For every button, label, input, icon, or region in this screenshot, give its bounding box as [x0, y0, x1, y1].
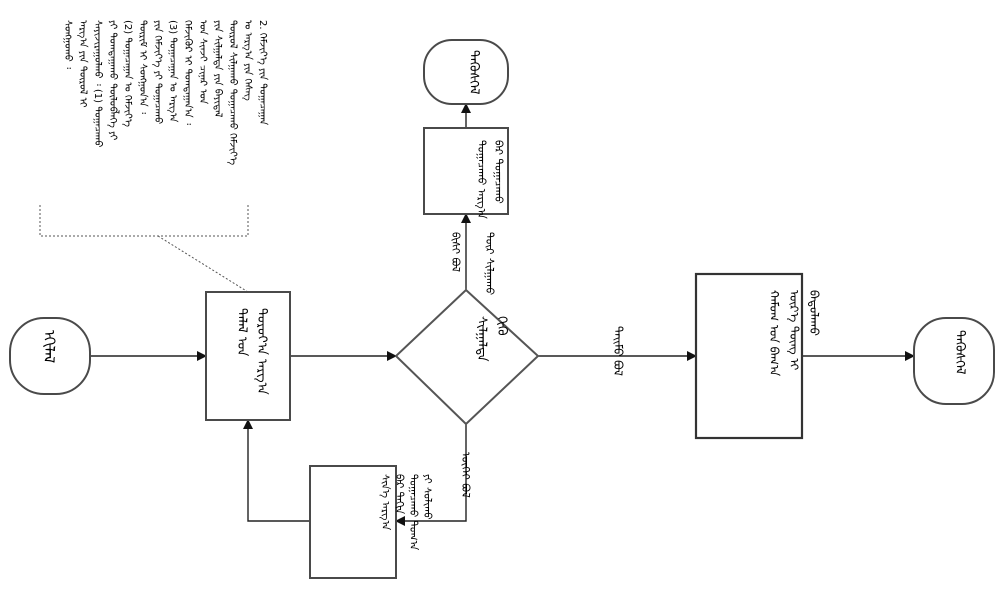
annotation-line-6: ᠬᠡᠮᠵᠢᠭᠦᠷ ᠢ ᠲᠣᠭᠲᠠᠭᠠᠨ᠎ᠠ ᠄ [182, 20, 194, 125]
node-right-box[interactable]: ᠬᠠᠮᠤᠭ ᠤᠨ ᠪᠠᠭ᠎ᠠ ᠦᠷ᠎ᠡ ᠳᠦᠩ ᠢ ᠪᠠᠳᠤᠯᠠᠬᠤ [694, 272, 821, 440]
annotation-line-11: ᠶᠢ ᠲᠣᠭᠲᠠᠭᠠᠬᠤ ᠲᠥᠯᠥᠪᠯᠡᠭᠡ ᠶᠢ [107, 20, 120, 140]
annotation-line-3: ᠲᠥᠷᠥᠯ ᠰᠢᠯᠭᠠᠬᠤ ᠲᠣᠭᠠᠴᠠᠬᠤ ᠬᠡᠮᠵᠢᠶ᠎ᠡ [227, 20, 239, 165]
annotation-line-12: ᠰᠠᠶᠢᠵᠢᠷᠠᠭᠤᠯᠬᠤ ᠄ (1) ᠲᠣᠭᠠᠴᠠᠬᠤ [92, 20, 104, 147]
node-start[interactable]: ᠡᠬᠢᠯᠡᠯ [9, 317, 91, 395]
annotation-callout: 2. ᠬᠡᠮᠵᠢᠶ᠎ᠡ ᠶᠢᠨ ᠲᠣᠭᠠᠴᠠᠭᠠᠨ ᠤ ᠠᠷᠭ᠎ᠠ ᠶᠢᠨ ᠬᠡ… [39, 20, 269, 293]
node-top-box-line-2: ᠪᠠᠷ ᠲᠣᠭᠠᠴᠠᠬᠤ [492, 140, 505, 204]
node-decision-label: ᠰᠢᠯᠭᠠᠯᠲᠠ ᠬᠢᠬᠦ [474, 316, 509, 366]
annotation-line-5: ᠤᠨ ᠰᠢᠨᠵᠢ ᠴᠢᠨᠠᠷ ᠤᠨ [197, 20, 209, 105]
annotation-line-7: (3) ᠲᠣᠭᠠᠴᠠᠭᠠᠨ ᠤ ᠠᠷᠭ᠎ᠠ [167, 20, 179, 123]
node-end-top[interactable]: ᠲᠡᠭᠦᠰᠬᠡᠯ [423, 39, 509, 105]
node-decision[interactable]: ᠰᠢᠯᠭᠠᠯᠲᠠ ᠬᠢᠬᠦ [394, 288, 540, 426]
node-decision-line-1: ᠰᠢᠯᠭᠠᠯᠲᠠ [474, 316, 489, 362]
node-end-top-label: ᠲᠡᠭᠦᠰᠬᠡᠯ [466, 50, 481, 95]
node-end-right[interactable]: ᠲᠡᠭᠦᠰᠬᠡᠯ [913, 317, 995, 405]
annotation-line-9: ᠳᠦᠷᠢᠮ ᠢ ᠰᠣᠩᠭᠣᠨ᠎ᠠ ᠄ [137, 20, 149, 114]
node-right-box-line-2: ᠦᠷ᠎ᠡ ᠳᠦᠩ ᠢ [786, 290, 801, 370]
node-bottom-box-label: ᠰᠢᠨ᠎ᠡ ᠠᠷᠭ᠎ᠠ ᠪᠠᠷ ᠳᠠᠬᠢᠨ ᠲᠣᠭᠠᠴᠠᠬᠤ ᠲᠣᠭ᠎ᠠ ᠶᠢ … [379, 474, 433, 554]
annotation-line-14: ᠰᠣᠩᠭᠣᠬᠤ ᠄ [62, 20, 73, 69]
annotation-line-2: ᠤ ᠠᠷᠭ᠎ᠠ ᠶᠢᠨ ᠬᠡᠰᠡᠭ [242, 20, 254, 101]
node-right-box-label: ᠬᠠᠮᠤᠭ ᠤᠨ ᠪᠠᠭ᠎ᠠ ᠦᠷ᠎ᠡ ᠳᠦᠩ ᠢ ᠪᠠᠳᠤᠯᠠᠬᠤ [767, 290, 821, 380]
annotation-text: 2. ᠬᠡᠮᠵᠢᠶ᠎ᠡ ᠶᠢᠨ ᠲᠣᠭᠠᠴᠠᠭᠠᠨ ᠤ ᠠᠷᠭ᠎ᠠ ᠶᠢᠨ ᠬᠡ… [62, 20, 269, 168]
node-top-box[interactable]: ᠲᠣᠭᠠᠴᠠᠬᠤ ᠠᠷᠭ᠎ᠠ ᠪᠠᠷ ᠲᠣᠭᠠᠴᠠᠬᠤ [423, 127, 509, 222]
annotation-line-1: 2. ᠬᠡᠮᠵᠢᠶ᠎ᠡ ᠶᠢᠨ ᠲᠣᠭᠠᠴᠠᠭᠠᠨ [257, 20, 269, 126]
node-bottom-box-line-4: ᠶᠢ ᠰᠣᠯᠢᠬᠤ [421, 474, 433, 520]
node-decision-line-2: ᠬᠢᠬᠦ [494, 316, 509, 336]
annotation-line-13: ᠠᠷᠭ᠎ᠠ ᠶᠢᠨ ᠲᠥᠷᠥᠯ ᠢ [77, 20, 89, 108]
edge-label-bottom: ᠦᠭᠡᠢ ᠪᠣᠯ [459, 452, 472, 498]
node-top-box-label: ᠲᠣᠭᠠᠴᠠᠬᠤ ᠠᠷᠭ᠎ᠠ ᠪᠠᠷ ᠲᠣᠭᠠᠴᠠᠬᠤ [475, 140, 505, 222]
node-right-box-line-1: ᠬᠠᠮᠤᠭ ᠤᠨ ᠪᠠᠭ᠎ᠠ [767, 290, 781, 377]
node-bottom-box-line-1: ᠰᠢᠨ᠎ᠡ ᠠᠷᠭ᠎ᠠ [379, 474, 392, 531]
node-bottom-box-line-3: ᠲᠣᠭᠠᠴᠠᠬᠤ ᠲᠣᠭ᠎ᠠ [407, 474, 419, 552]
edges [90, 103, 915, 526]
node-input[interactable]: ᠳᠠᠯᠠᠯ ᠤᠨ ᠳᠣᠷᠤᠶ᠎ᠠ ᠠᠷᠭ᠎ᠠ [205, 291, 291, 421]
node-right-box-line-3: ᠪᠠᠳᠤᠯᠠᠬᠤ [807, 290, 821, 336]
node-input-line-1: ᠳᠠᠯᠠᠯ ᠤᠨ [234, 308, 249, 357]
annotation-line-4: ᠶᠢᠨ ᠰᠢᠯᠭᠠᠯᠲᠠ ᠶᠢᠨ ᠪᠠᠶᠢᠳᠠᠯ [212, 20, 224, 118]
edge-label-top-left: ᠪᠢᠰᠢ ᠪᠣᠯ [449, 232, 462, 272]
node-input-line-2: ᠳᠣᠷᠤᠶ᠎ᠠ ᠠᠷᠭ᠎ᠠ [254, 308, 269, 395]
node-top-box-line-1: ᠲᠣᠭᠠᠴᠠᠬᠤ ᠠᠷᠭ᠎ᠠ [475, 140, 488, 220]
edge-label-right: ᠲᠡᠢᠮᠦ ᠪᠣᠯ [611, 326, 625, 376]
node-bottom-box[interactable]: ᠰᠢᠨ᠎ᠡ ᠠᠷᠭ᠎ᠠ ᠪᠠᠷ ᠳᠠᠬᠢᠨ ᠲᠣᠭᠠᠴᠠᠬᠤ ᠲᠣᠭ᠎ᠠ ᠶᠢ … [309, 465, 433, 579]
node-start-label: ᠡᠬᠢᠯᠡᠯ [40, 330, 58, 363]
node-bottom-box-line-2: ᠪᠠᠷ ᠳᠠᠬᠢᠨ [393, 474, 406, 515]
annotation-line-8: ᠶᠢᠨ ᠬᠡᠮᠵᠢᠶ᠎ᠡ ᠶᠢ ᠲᠣᠭᠠᠴᠠᠬᠤ [152, 20, 164, 124]
edge-bottom-box-to-input [243, 419, 310, 522]
edge-decision-to-bottom-box [395, 424, 467, 526]
node-end-right-label: ᠲᠡᠭᠦᠰᠬᠡᠯ [952, 330, 967, 375]
annotation-line-10: (2) ᠲᠣᠭᠠᠴᠠᠭᠠᠨ ᠤ ᠬᠡᠮᠵᠢᠶ᠎ᠡ [122, 20, 134, 127]
node-input-label: ᠳᠠᠯᠠᠯ ᠤᠨ ᠳᠣᠷᠤᠶ᠎ᠠ ᠠᠷᠭ᠎ᠠ [234, 308, 269, 395]
edge-label-top-right: ᠲᠦᠷ ᠰᠢᠯᠭᠠᠬᠤ [483, 232, 496, 295]
